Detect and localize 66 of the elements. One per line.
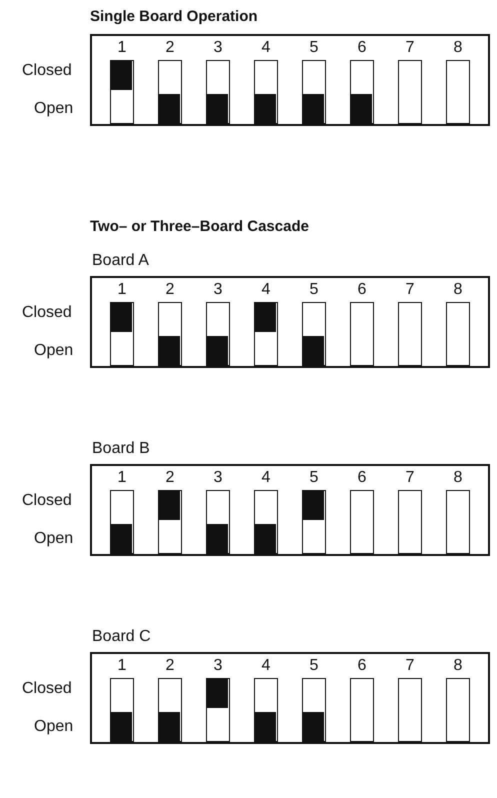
switch-lever bbox=[255, 524, 276, 553]
switch-number: 8 bbox=[452, 468, 464, 488]
switch-number: 4 bbox=[260, 656, 272, 676]
switch-number: 6 bbox=[356, 656, 368, 676]
switch-lever bbox=[159, 94, 180, 123]
switch-position-label: Closed bbox=[22, 304, 72, 322]
switch-lever bbox=[159, 712, 180, 741]
switch-number: 1 bbox=[116, 656, 128, 676]
switch-number: 5 bbox=[308, 38, 320, 58]
switch-number: 1 bbox=[116, 468, 128, 488]
switch-lever bbox=[255, 94, 276, 123]
switch-number: 2 bbox=[164, 656, 176, 676]
switch-number: 8 bbox=[452, 38, 464, 58]
switch-lever bbox=[207, 524, 228, 553]
switch-number: 3 bbox=[212, 656, 224, 676]
switch-number: 2 bbox=[164, 280, 176, 300]
switch-number: 8 bbox=[452, 280, 464, 300]
switch-number: 3 bbox=[212, 38, 224, 58]
switch-position-label: Closed bbox=[22, 492, 72, 510]
switch-number: 4 bbox=[260, 468, 272, 488]
switch-position-label: Open bbox=[34, 718, 74, 736]
switch-number: 5 bbox=[308, 468, 320, 488]
switch-lever bbox=[255, 303, 276, 332]
switch-lever bbox=[303, 336, 324, 365]
switch-number: 2 bbox=[164, 38, 176, 58]
switch-lever bbox=[159, 491, 180, 520]
switch-lever bbox=[159, 336, 180, 365]
switch-number: 6 bbox=[356, 280, 368, 300]
board-heading: Board B bbox=[92, 440, 150, 458]
board-heading: Board A bbox=[92, 252, 149, 270]
switch-number: 4 bbox=[260, 38, 272, 58]
switch-lever bbox=[111, 303, 132, 332]
board-heading: Board C bbox=[92, 628, 151, 646]
switch-position-label: Closed bbox=[22, 62, 72, 80]
switch-number: 1 bbox=[116, 280, 128, 300]
switch-position-label: Closed bbox=[22, 680, 72, 698]
switch-number: 3 bbox=[212, 280, 224, 300]
switch-lever bbox=[111, 712, 132, 741]
switch-lever bbox=[111, 61, 132, 90]
switch-number: 2 bbox=[164, 468, 176, 488]
switch-position-label: Open bbox=[34, 100, 74, 118]
switch-lever bbox=[303, 491, 324, 520]
switch-lever bbox=[303, 94, 324, 123]
switch-lever bbox=[111, 524, 132, 553]
switch-lever bbox=[207, 679, 228, 708]
section-heading: Two– or Three–Board Cascade bbox=[90, 218, 309, 235]
switch-number: 6 bbox=[356, 38, 368, 58]
switch-lever bbox=[207, 94, 228, 123]
switch-number: 7 bbox=[404, 468, 416, 488]
section-heading: Single Board Operation bbox=[90, 8, 258, 25]
switch-number: 5 bbox=[308, 280, 320, 300]
switch-number: 7 bbox=[404, 656, 416, 676]
switch-position-label: Open bbox=[34, 342, 74, 360]
switch-number: 4 bbox=[260, 280, 272, 300]
switch-number: 8 bbox=[452, 656, 464, 676]
switch-number: 7 bbox=[404, 38, 416, 58]
switch-lever bbox=[351, 94, 372, 123]
switch-number: 1 bbox=[116, 38, 128, 58]
switch-number: 6 bbox=[356, 468, 368, 488]
switch-number: 7 bbox=[404, 280, 416, 300]
switch-number: 3 bbox=[212, 468, 224, 488]
switch-position-label: Open bbox=[34, 530, 74, 548]
switch-lever bbox=[255, 712, 276, 741]
switch-number: 5 bbox=[308, 656, 320, 676]
switch-lever bbox=[303, 712, 324, 741]
switch-lever bbox=[207, 336, 228, 365]
